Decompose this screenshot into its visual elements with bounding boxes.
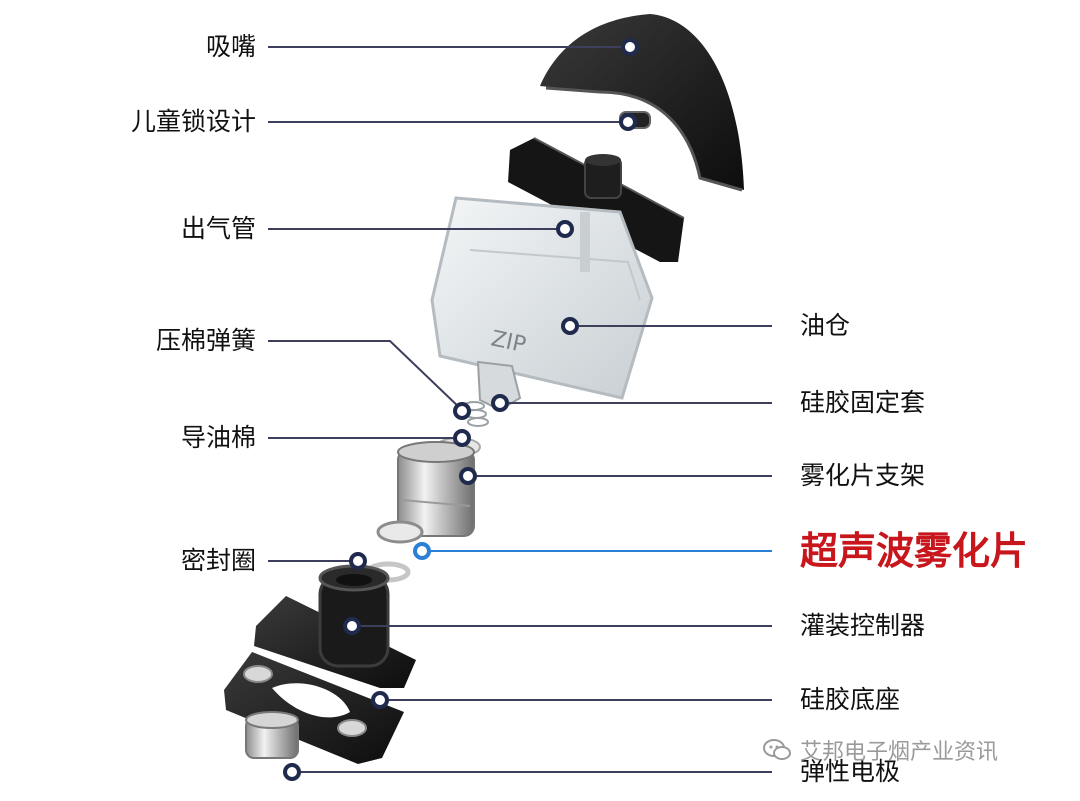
callout-dot-ultrasonic-chip xyxy=(415,544,429,558)
callout-dot-silicone-base xyxy=(373,693,387,707)
callout-dot-cotton xyxy=(455,431,469,445)
callout-dot-atomizer-bracket xyxy=(461,469,475,483)
label-compression-spring: 压棉弹簧 xyxy=(110,326,256,356)
callout-dot-silicone-sleeve xyxy=(493,396,507,410)
callout-dot-fill-controller xyxy=(345,619,359,633)
label-silicone-sleeve: 硅胶固定套 xyxy=(800,388,925,418)
label-silicone-base: 硅胶底座 xyxy=(800,685,900,715)
label-child-lock: 儿童锁设计 xyxy=(100,107,256,137)
label-atomizer-bracket: 雾化片支架 xyxy=(800,461,925,491)
callout-dot-seal-ring xyxy=(351,554,365,568)
spring-electrode-part xyxy=(246,712,298,758)
callout-dot-air-tube xyxy=(558,222,572,236)
label-mouthpiece: 吸嘴 xyxy=(150,32,256,62)
callout-dot-tank xyxy=(563,319,577,333)
watermark: 艾邦电子烟产业资讯 xyxy=(762,734,998,766)
label-air-tube: 出气管 xyxy=(130,214,256,244)
label-oil-tank: 油仓 xyxy=(800,311,850,341)
wechat-icon xyxy=(762,738,792,762)
label-seal-ring: 密封圈 xyxy=(130,546,256,576)
label-ultrasonic-chip: 超声波雾化片 xyxy=(800,529,1028,573)
ultrasonic-chip-part xyxy=(378,522,422,542)
callout-dot-spring xyxy=(455,404,469,418)
label-oil-cotton: 导油棉 xyxy=(130,423,256,453)
watermark-text: 艾邦电子烟产业资讯 xyxy=(800,734,998,766)
callout-dot-spring-electrode xyxy=(285,765,299,779)
callout-dot-child-lock xyxy=(621,115,635,129)
leader-line-spring xyxy=(268,341,462,410)
callout-dot-mouthpiece xyxy=(623,40,637,54)
label-fill-controller: 灌装控制器 xyxy=(800,611,925,641)
